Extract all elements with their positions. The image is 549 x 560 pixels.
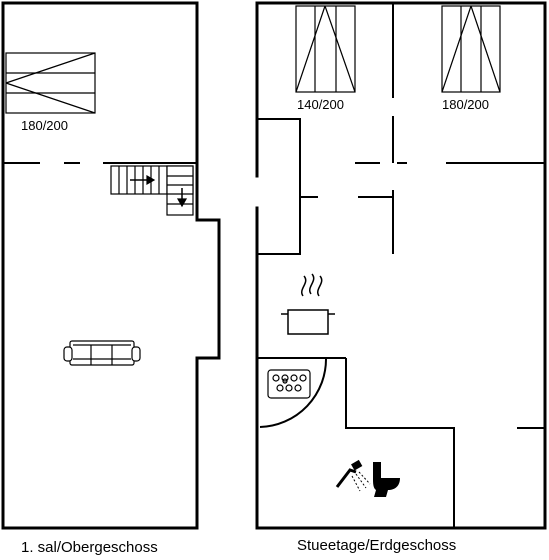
shower-icon [335,459,371,492]
ground-bed-left-size: 140/200 [297,97,344,112]
door-swing [259,357,328,428]
upper-floor-walls [1,1,221,530]
bed-icon [295,5,356,93]
toilet-icon [373,462,400,497]
ground-bed-right-size: 180/200 [442,97,489,112]
ground-floor-label: Stueetage/Erdgeschoss [297,537,457,554]
bed-icon [5,52,96,114]
stairs-icon [110,165,194,216]
bed-icon [441,5,501,93]
cooking-pot-icon [281,273,335,335]
upper-bed-size: 180/200 [21,118,68,133]
upper-floor-label: 1. sal/Obergeschoss [21,539,158,556]
stove-icon [267,369,311,399]
ground-floor-walls [255,1,547,530]
ground-floor-partitions [257,3,545,528]
sofa-icon [63,340,141,366]
